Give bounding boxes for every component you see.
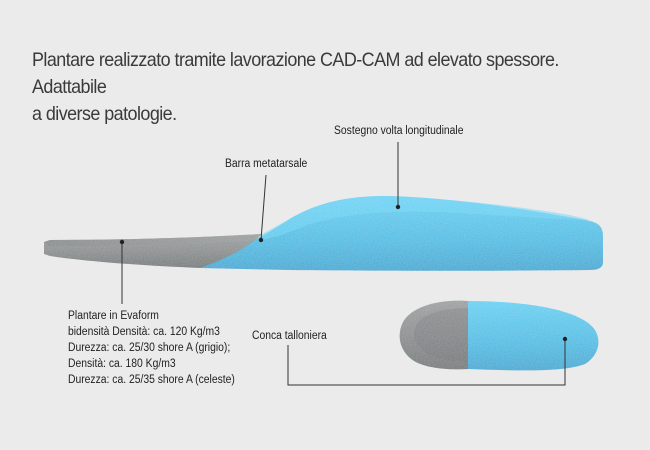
- dot-volta: [395, 204, 401, 210]
- spec-line-material: Plantare in Evaform: [68, 310, 159, 322]
- headline-line-1: Plantare realizzato tramite lavorazione …: [32, 49, 559, 98]
- blue-foam-top: [262, 197, 590, 240]
- leader-barra: [260, 174, 267, 241]
- insole-side-view: [44, 196, 603, 271]
- grey-foam-top: [44, 234, 262, 246]
- heel-cup-shading: [414, 308, 468, 362]
- dot-spec: [119, 239, 125, 245]
- spec-line-density-blue: Densità: ca. 180 Kg/m3: [68, 358, 176, 370]
- headline-line-2: a diverse patologie.: [32, 103, 177, 125]
- spec-line-hardness-blue: Durezza: ca. 25/35 shore A (celeste): [68, 374, 235, 386]
- spec-line-hardness-grey: Durezza: ca. 25/30 shore A (grigio);: [68, 342, 231, 354]
- leader-lines: [121, 142, 566, 386]
- material-spec-block: Plantare in Evaform bidensità Densità: c…: [68, 308, 235, 388]
- insole-top-view: [399, 300, 599, 371]
- dot-conca: [562, 336, 568, 342]
- label-barra-metatarsale: Barra metatarsale: [225, 158, 308, 170]
- dot-barra: [258, 237, 264, 243]
- leader-dots: [119, 204, 568, 342]
- page-headline: Plantare realizzato tramite lavorazione …: [32, 47, 584, 128]
- leader-conca: [287, 340, 566, 386]
- heel-blue-section: [468, 301, 599, 371]
- label-conca-talloniera: Conca talloniera: [252, 330, 327, 342]
- spec-line-density-grey: bidensità Densità: ca. 120 Kg/m3: [68, 326, 220, 338]
- label-sostegno-volta: Sostegno volta longitudinale: [334, 125, 464, 137]
